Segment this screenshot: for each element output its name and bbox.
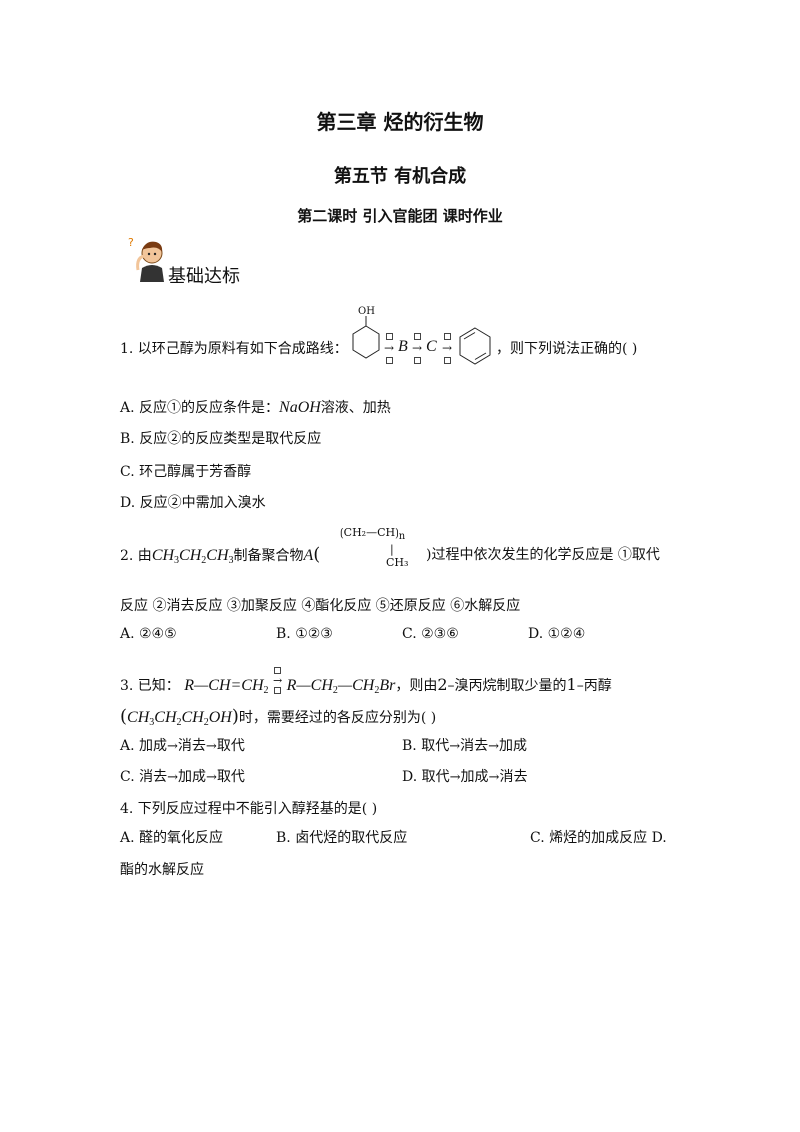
option-text: 溶液、加热 (320, 400, 391, 416)
option-text: 环己醇属于芳香醇 (139, 464, 252, 480)
option-label: C. (120, 464, 135, 480)
lesson-title: 第二课时 引入官能团 课时作业 (297, 207, 503, 225)
polymer-n: n (398, 531, 406, 542)
q3-option-b: B. 取代→消去→加成 (402, 738, 528, 754)
propane-formula: CH3CH2CH3 (151, 547, 234, 566)
cyclohexanol-structure (352, 316, 380, 359)
q3-line2: (CH3CH2CH2OH)时，需要经过的各反应分别为( ) (120, 706, 437, 729)
condition-box (385, 333, 393, 340)
q3-mid: ，则由 (395, 678, 438, 694)
q2-option-a: A. ②④⑤ (120, 626, 177, 642)
polymer-a-label: A (303, 547, 314, 564)
svg-text:?: ? (128, 236, 134, 249)
condition-box (385, 357, 393, 364)
q1-prefix: 1. 以环己醇为原料有如下合成路线： (120, 341, 348, 357)
section-label: 基础达标 (168, 266, 240, 287)
condition-box (443, 357, 451, 364)
q2-option-d: D. ①②④ (528, 626, 586, 642)
q3-option-c: C. 消去→加成→取代 (120, 769, 245, 785)
q1-suffix: ，则下列说法正确的( ) (496, 341, 638, 357)
q3-num-two: 2 (437, 675, 448, 694)
q2-mid: 制备聚合物 (233, 548, 304, 564)
polymer-backbone: CH₂—CH (343, 526, 396, 539)
q3-line2-suffix: 时，需要经过的各反应分别为( ) (238, 710, 437, 726)
q1-option-b: B. 反应②的反应类型是取代反应 (120, 429, 321, 449)
condition-box (413, 357, 421, 364)
q4-prompt: 4. 下列反应过程中不能引入醇羟基的是( ) (120, 801, 378, 817)
q3-line1: 3. 已知： R—CH=CH2 → R—CH2—CH2Br，则由2–溴丙烷制取少… (120, 666, 612, 701)
q1-reaction-arrow-1: → (384, 330, 394, 366)
q1-intermediate-c: C (426, 338, 437, 355)
section-title: 第五节 有机合成 (333, 166, 467, 187)
option-text: 反应②中需加入溴水 (139, 495, 266, 511)
q1-option-d: D. 反应②中需加入溴水 (120, 493, 266, 513)
q2-line2: 反应 ②消去反应 ③加聚反应 ④酯化反应 ⑤还原反应 ⑥水解反应 (120, 598, 521, 614)
condition-box (413, 333, 421, 340)
q1-oh-label: OH (358, 306, 375, 317)
polypropylene-structure: ⟮CH₂—CH⟯n | CH₃ (340, 526, 409, 569)
option-label: A. (120, 400, 135, 416)
q4-option-a: A. 醛的氧化反应 (120, 830, 224, 846)
polymer-methyl: CH₃ (386, 556, 409, 569)
q1-option-a: A. 反应①的反应条件是：NaOH溶液、加热 (120, 398, 391, 418)
condition-box (443, 333, 451, 340)
naoh-formula: NaOH (279, 399, 321, 416)
thinking-student-icon: ? (128, 236, 164, 282)
option-label: D. (120, 495, 136, 511)
q4-option-d: 酯的水解反应 (120, 862, 204, 878)
option-label: B. (120, 431, 135, 447)
q1-option-c: C. 环己醇属于芳香醇 (120, 462, 251, 482)
q2-option-c: C. ②③⑥ (402, 626, 459, 642)
q2-line1: 2. 由CH3CH2CH3制备聚合物A( (120, 544, 321, 567)
q2-option-b: B. ①②③ (276, 626, 333, 642)
q4-option-b: B. 卤代烃的取代反应 (276, 830, 408, 846)
q3-option-d: D. 取代→加成→消去 (402, 769, 528, 785)
option-text: 反应①的反应条件是： (139, 400, 280, 416)
q3-option-a: A. 加成→消去→取代 (120, 738, 245, 754)
alkene-formula: R—CH=CH2 (184, 677, 269, 696)
chapter-title: 第三章 烃的衍生物 (316, 110, 484, 134)
q1-intermediate-b: B (398, 338, 408, 355)
condition-box (274, 687, 282, 694)
q3-end: 丙醇 (583, 678, 612, 694)
propanol-formula: CH3CH2CH2OH (127, 709, 232, 728)
q2-prefix: 2. 由 (120, 548, 152, 564)
q1-reaction-arrow-2: → (412, 330, 422, 366)
condition-box (274, 667, 282, 674)
q3-arrow: → (273, 666, 282, 696)
option-text: 反应②的反应类型是取代反应 (139, 431, 322, 447)
q4-option-c: C. 烯烃的加成反应 D. (530, 830, 667, 846)
cyclohexadiene-structure (459, 327, 491, 365)
bromide-formula: R—CH2—CH2Br (286, 677, 396, 696)
q3-middle-text: 溴丙烷制取少量的 (454, 678, 567, 694)
q2-suffix: )过程中依次发生的化学反应是 ①取代 (426, 547, 660, 563)
q3-prefix: 3. 已知： (120, 678, 180, 694)
q1-reaction-arrow-3: → (442, 330, 452, 366)
q3-num-one: 1 (566, 675, 577, 694)
